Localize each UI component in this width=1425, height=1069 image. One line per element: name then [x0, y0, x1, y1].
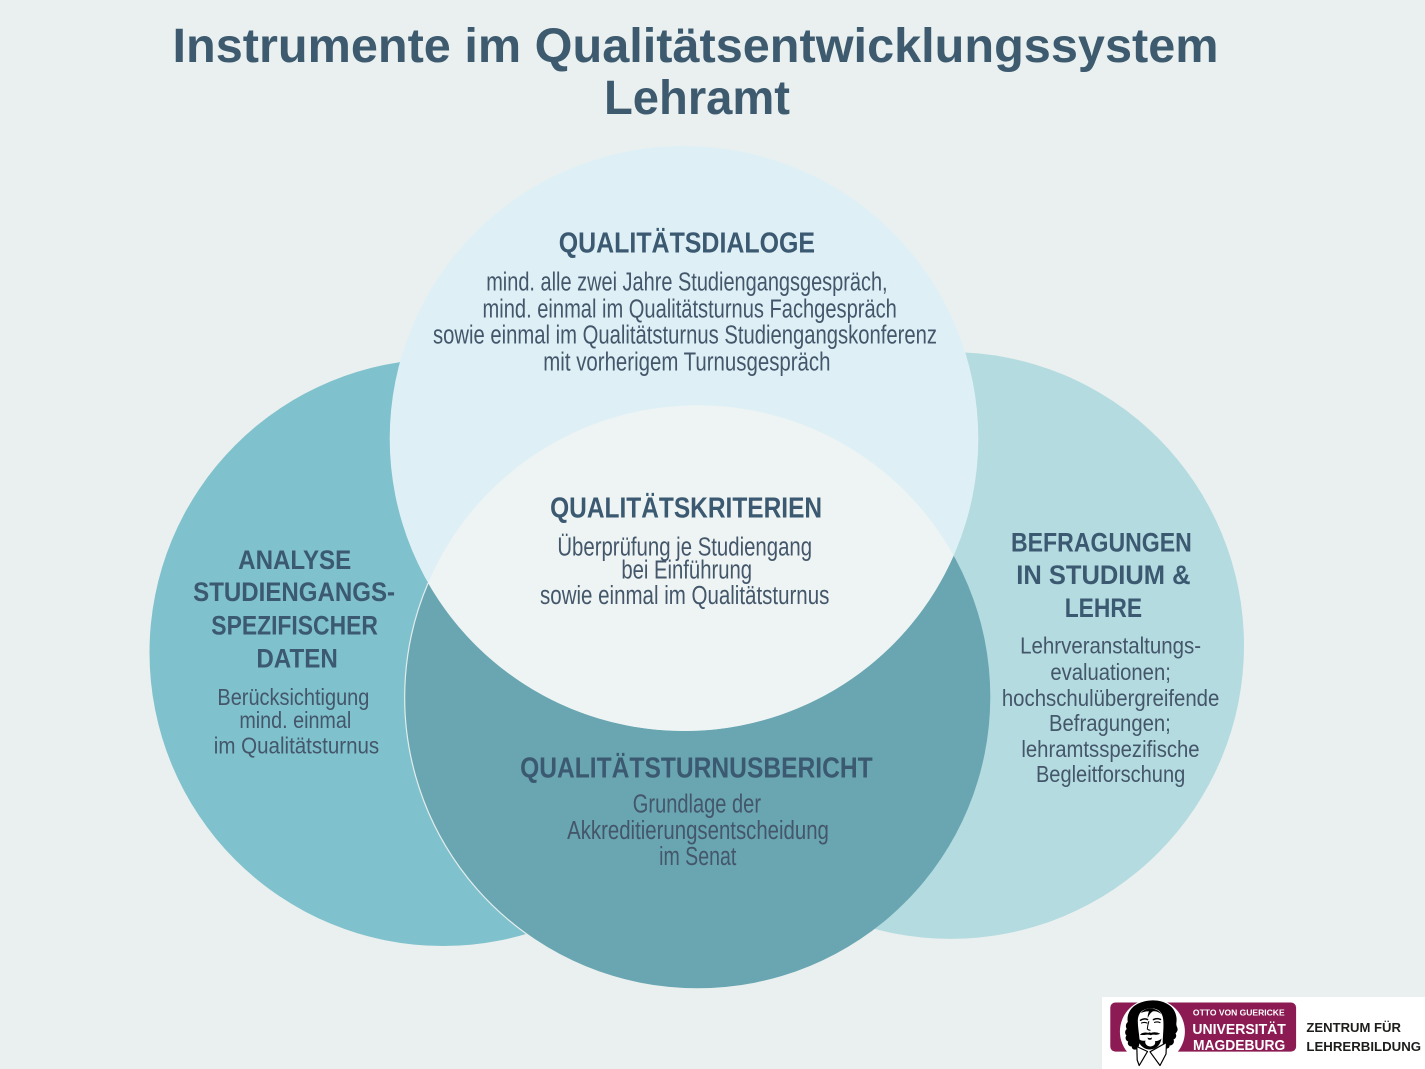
svg-text:Grundlage der: Grundlage der: [633, 791, 762, 819]
svg-text:sowie einmal im Qualitätsturnu: sowie einmal im Qualitätsturnus: [540, 582, 829, 610]
svg-text:SPEZIFISCHER: SPEZIFISCHER: [211, 610, 378, 640]
svg-text:IN STUDIUM &: IN STUDIUM &: [1016, 560, 1190, 590]
svg-text:mind. einmal im Qualitätsturnu: mind. einmal im Qualitätsturnus Fachgesp…: [483, 295, 897, 323]
svg-text:DATEN: DATEN: [256, 643, 338, 673]
svg-text:ANALYSE: ANALYSE: [238, 545, 351, 575]
svg-text:evaluationen;: evaluationen;: [1050, 659, 1171, 685]
svg-text:im Qualitätsturnus: im Qualitätsturnus: [214, 733, 379, 759]
svg-text:STUDIENGANGS-: STUDIENGANGS-: [193, 577, 395, 607]
svg-text:Instrumente im Qualitätsentwic: Instrumente im Qualitätsentwicklungssyst…: [173, 20, 1219, 73]
svg-text:UNIVERSITÄT: UNIVERSITÄT: [1192, 1021, 1286, 1038]
svg-text:LEHRERBILDUNG: LEHRERBILDUNG: [1306, 1039, 1421, 1054]
svg-text:mind. einmal: mind. einmal: [239, 707, 351, 733]
svg-text:QUALITÄTSKRITERIEN: QUALITÄTSKRITERIEN: [550, 491, 822, 524]
svg-text:im Senat: im Senat: [659, 843, 736, 871]
svg-text:QUALITÄTSDIALOGE: QUALITÄTSDIALOGE: [559, 226, 815, 259]
svg-text:Überprüfung je Studiengang: Überprüfung je Studiengang: [557, 534, 812, 562]
svg-text:hochschulübergreifende: hochschulübergreifende: [1002, 685, 1220, 711]
svg-text:QUALITÄTSTURNUSBERICHT: QUALITÄTSTURNUSBERICHT: [520, 752, 873, 785]
svg-text:ZENTRUM FÜR: ZENTRUM FÜR: [1306, 1020, 1401, 1035]
svg-text:Lehramt: Lehramt: [604, 72, 790, 125]
svg-text:Akkreditierungsentscheidung: Akkreditierungsentscheidung: [567, 817, 829, 845]
svg-text:lehramtsspezifische: lehramtsspezifische: [1021, 736, 1199, 762]
svg-text:Berücksichtigung: Berücksichtigung: [217, 684, 369, 710]
svg-text:sowie einmal im Qualitätsturnu: sowie einmal im Qualitätsturnus Studieng…: [433, 322, 937, 350]
svg-text:BEFRAGUNGEN: BEFRAGUNGEN: [1011, 527, 1192, 557]
svg-text:Lehrveranstaltungs-: Lehrveranstaltungs-: [1020, 633, 1201, 659]
svg-text:mit vorherigem Turnusgespräch: mit vorherigem Turnusgespräch: [543, 349, 830, 377]
svg-text:Begleitforschung: Begleitforschung: [1036, 761, 1185, 787]
svg-text:Befragungen;: Befragungen;: [1049, 710, 1171, 736]
svg-text:LEHRE: LEHRE: [1065, 593, 1142, 623]
svg-text:OTTO VON GUERICKE: OTTO VON GUERICKE: [1193, 1009, 1285, 1018]
svg-text:mind. alle zwei Jahre Studieng: mind. alle zwei Jahre Studiengangsgesprä…: [486, 268, 887, 296]
svg-text:MAGDEBURG: MAGDEBURG: [1193, 1037, 1285, 1054]
svg-text:bei Einführung: bei Einführung: [621, 557, 752, 585]
